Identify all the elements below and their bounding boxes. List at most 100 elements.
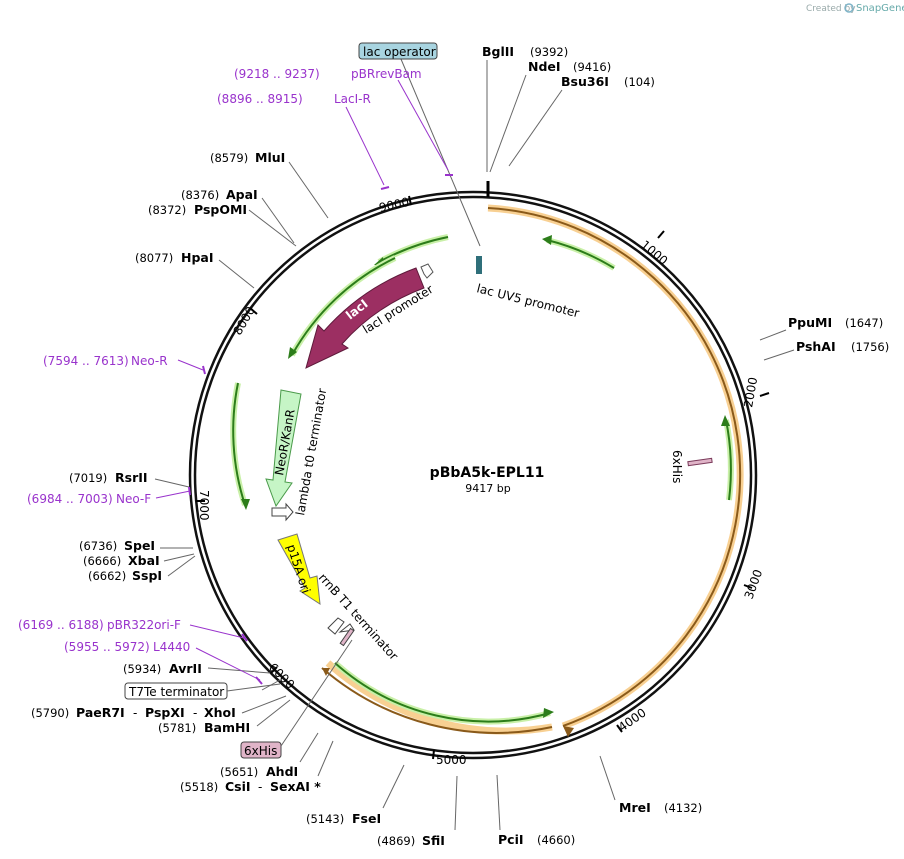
site-ApaI-pos: (8376) bbox=[181, 188, 219, 202]
site-PciI[interactable]: PciI (4660) bbox=[498, 832, 575, 847]
boxed-feature-lac-operator[interactable]: lac operator bbox=[358, 42, 438, 60]
t7te-label: T7Te terminator bbox=[128, 685, 224, 699]
site-SpeI[interactable]: (6736) SpeI bbox=[79, 538, 155, 553]
site-MluI-pos: (8579) bbox=[210, 151, 248, 165]
primer-L4440[interactable]: (5955 .. 5972) L4440 bbox=[64, 640, 263, 685]
primer-Neo-F[interactable]: (6984 .. 7003) Neo-F bbox=[27, 486, 191, 506]
site-ApaI[interactable]: (8376) ApaI bbox=[181, 187, 258, 202]
primers: (9218 .. 9237) pBRrevBam (8896 .. 8915) … bbox=[18, 67, 453, 685]
site-RsrII-name: RsrII bbox=[115, 470, 148, 485]
site-PspXI-name: PspXI bbox=[145, 705, 185, 720]
site-PshAI-name: PshAI bbox=[796, 339, 836, 354]
primer-Neo-F-name: Neo-F bbox=[116, 492, 151, 506]
credit-brand: SnapGene bbox=[856, 3, 904, 14]
p15a-ori-feature[interactable] bbox=[277, 533, 321, 605]
site-RsrII-pos: (7019) bbox=[69, 471, 107, 485]
primer-pBRrevBam-name: pBRrevBam bbox=[351, 67, 422, 81]
boxed-feature-6xhis[interactable]: 6xHis bbox=[240, 639, 353, 759]
site-PspOMI-name: PspOMI bbox=[194, 202, 247, 217]
site-XbaI[interactable]: (6666) XbaI bbox=[83, 553, 160, 568]
primer-pBR322ori-F-name: pBR322ori-F bbox=[107, 618, 181, 632]
site-AhdI[interactable]: (5651) AhdI bbox=[220, 764, 298, 779]
site-XbaI-name: XbaI bbox=[128, 553, 160, 568]
site-NdeI-name: NdeI bbox=[528, 59, 561, 74]
tick-label-9000: 9000 bbox=[378, 195, 411, 215]
site-PaeR7I-group[interactable]: (5790) PaeR7I - PspXI - XhoI bbox=[31, 705, 236, 720]
orange-arc-bottom bbox=[321, 667, 553, 734]
site-BglII[interactable]: BglII (9392) bbox=[482, 44, 568, 59]
tick-label-2000: 2000 bbox=[741, 376, 760, 409]
site-separator: - bbox=[133, 706, 137, 720]
site-PciI-pos: (4660) bbox=[537, 833, 575, 847]
site-PpuMI[interactable]: PpuMI (1647) bbox=[788, 315, 883, 330]
primer-Neo-F-range: (6984 .. 7003) bbox=[27, 492, 113, 506]
lacI-feature[interactable] bbox=[305, 267, 425, 369]
site-BamHI[interactable]: (5781) BamHI bbox=[158, 720, 250, 735]
site-PspOMI[interactable]: (8372) PspOMI bbox=[148, 202, 247, 217]
p15a-label: p15A ori bbox=[284, 543, 313, 595]
site-MreI[interactable]: MreI (4132) bbox=[619, 800, 702, 815]
orange-arc-right bbox=[487, 207, 742, 727]
site-Bsu36I[interactable]: Bsu36I (104) bbox=[561, 74, 655, 89]
boxed-feature-t7te[interactable]: T7Te terminator bbox=[124, 682, 281, 700]
site-AvrII-name: AvrII bbox=[169, 661, 202, 676]
primer-pBRrevBam[interactable]: (9218 .. 9237) pBRrevBam bbox=[234, 67, 453, 176]
site-RsrII[interactable]: (7019) RsrII bbox=[69, 470, 148, 485]
site-leader-lines bbox=[154, 51, 795, 831]
site-separator: - bbox=[193, 706, 197, 720]
primer-L4440-name: L4440 bbox=[153, 640, 190, 654]
site-SpeI-pos: (6736) bbox=[79, 539, 117, 553]
primer-Neo-R[interactable]: (7594 .. 7613) Neo-R bbox=[43, 354, 206, 375]
site-AvrII[interactable]: (5934) AvrII bbox=[123, 661, 202, 676]
site-PciI-name: PciI bbox=[498, 832, 524, 847]
site-HpaI[interactable]: (8077) HpaI bbox=[135, 250, 214, 265]
site-CsiI-pos: (5518) bbox=[180, 780, 218, 794]
site-PshAI[interactable]: PshAI (1756) bbox=[796, 339, 889, 354]
site-FseI[interactable]: (5143) FseI bbox=[306, 811, 381, 826]
site-AhdI-pos: (5651) bbox=[220, 765, 258, 779]
orange-arc-bottom-head bbox=[322, 668, 330, 676]
orange-arc-bottom-glow bbox=[325, 660, 553, 735]
primer-pBRrevBam-range: (9218 .. 9237) bbox=[234, 67, 320, 81]
primer-LacI-R[interactable]: (8896 .. 8915) LacI-R bbox=[217, 92, 390, 190]
site-MreI-pos: (4132) bbox=[664, 801, 702, 815]
his-tag-inner-marker bbox=[687, 457, 713, 467]
tick-label-5000: 5000 bbox=[436, 753, 467, 767]
site-BglII-name: BglII bbox=[482, 44, 514, 59]
site-SspI-name: SspI bbox=[132, 568, 162, 583]
primer-pBR322ori-F-range: (6169 .. 6188) bbox=[18, 618, 104, 632]
site-SfiI-name: SfiI bbox=[422, 833, 445, 848]
site-HpaI-name: HpaI bbox=[181, 250, 214, 265]
primer-L4440-range: (5955 .. 5972) bbox=[64, 640, 150, 654]
his-box-label: 6xHis bbox=[244, 744, 277, 758]
lac-uv5-label: lac UV5 promoter bbox=[475, 281, 581, 320]
site-FseI-pos: (5143) bbox=[306, 812, 344, 826]
backbone-outer-ring bbox=[188, 190, 758, 760]
primer-pBR322ori-F[interactable]: (6169 .. 6188) pBR322ori-F bbox=[18, 618, 248, 642]
site-MluI[interactable]: (8579) MluI bbox=[210, 150, 285, 165]
site-PspOMI-pos: (8372) bbox=[148, 203, 186, 217]
site-XbaI-pos: (6666) bbox=[83, 554, 121, 568]
site-Bsu36I-name: Bsu36I bbox=[561, 74, 609, 89]
site-BglII-pos: (9392) bbox=[530, 45, 568, 59]
site-CsiI[interactable]: (5518) CsiI - SexAI * bbox=[180, 779, 321, 794]
site-MreI-name: MreI bbox=[619, 800, 651, 815]
primer-Neo-R-range: (7594 .. 7613) bbox=[43, 354, 129, 368]
site-SfiI[interactable]: (4869) SfiI bbox=[377, 833, 445, 848]
rrnb-label: rrnB T1 terminator bbox=[316, 571, 401, 663]
tick-label-7000: 7000 bbox=[197, 490, 211, 521]
neo-feature[interactable] bbox=[265, 389, 302, 508]
site-SpeI-name: SpeI bbox=[124, 538, 155, 553]
site-FseI-name: FseI bbox=[352, 811, 381, 826]
site-NdeI[interactable]: NdeI (9416) bbox=[528, 59, 611, 74]
site-PaeR7I-pos: (5790) bbox=[31, 706, 69, 720]
tick-label-3000: 3000 bbox=[742, 568, 766, 601]
lambda-terminator-arrow bbox=[271, 502, 294, 522]
site-SspI-pos: (6662) bbox=[88, 569, 126, 583]
site-SspI[interactable]: (6662) SspI bbox=[88, 568, 162, 583]
site-PpuMI-name: PpuMI bbox=[788, 315, 832, 330]
lac-uv5-marker bbox=[476, 256, 482, 274]
site-separator: - bbox=[258, 780, 262, 794]
green-arcs bbox=[230, 234, 734, 725]
site-AvrII-pos: (5934) bbox=[123, 662, 161, 676]
